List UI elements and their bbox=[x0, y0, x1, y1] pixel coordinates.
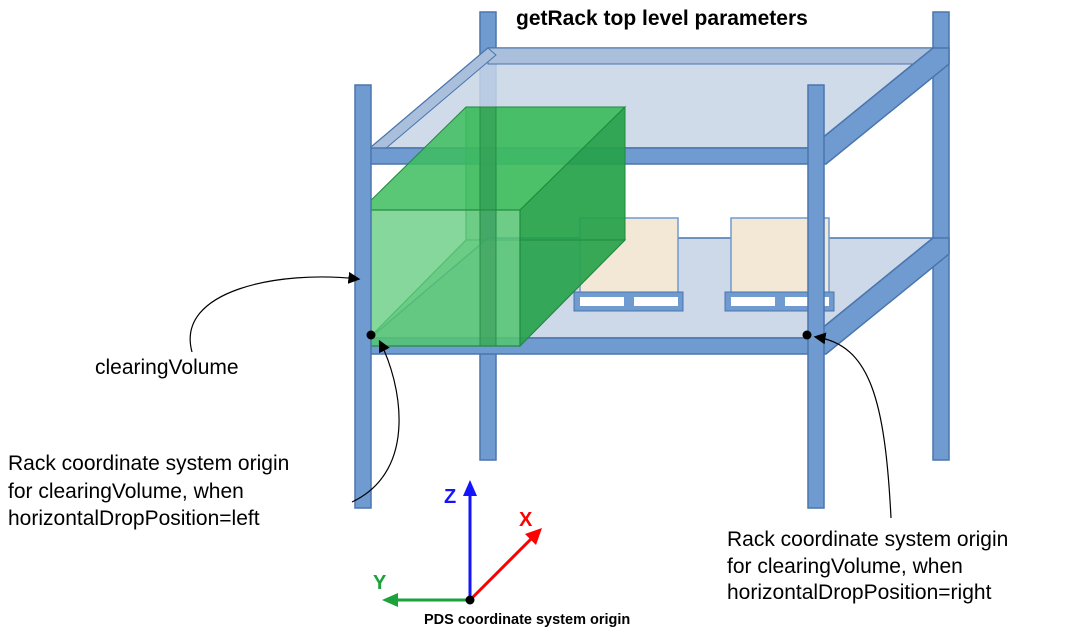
clearing-volume-callout bbox=[189, 271, 361, 353]
pds-origin-point bbox=[465, 595, 475, 605]
pds-origin-label: PDS coordinate system origin bbox=[424, 612, 630, 628]
origin-left-line-2: for clearingVolume, when bbox=[8, 480, 244, 503]
origin-left-callout bbox=[351, 339, 400, 503]
diagram-title: getRack top level parameters bbox=[516, 7, 808, 30]
origin-left-point bbox=[366, 330, 376, 340]
front-left-post bbox=[354, 84, 372, 509]
origin-right-line-3: horizontalDropPosition=right bbox=[727, 581, 992, 604]
origin-left-line-1: Rack coordinate system origin bbox=[8, 452, 289, 475]
top-shelf-back-beam bbox=[487, 47, 934, 65]
origin-right-callout bbox=[813, 332, 892, 519]
x-axis bbox=[468, 535, 535, 602]
origin-right-point bbox=[802, 330, 812, 340]
clearing-volume-box bbox=[359, 105, 627, 348]
clearing-volume-label: clearingVolume bbox=[95, 356, 239, 379]
origin-left-line-3: horizontalDropPosition=left bbox=[8, 507, 260, 530]
z-axis-label: Z bbox=[444, 486, 456, 508]
y-axis-arrowhead bbox=[382, 593, 398, 607]
pds-axes bbox=[382, 480, 542, 607]
x-axis-arrowhead bbox=[525, 528, 542, 545]
front-right-post bbox=[807, 84, 825, 509]
z-axis-arrowhead bbox=[463, 480, 477, 496]
origin-right-line-2: for clearingVolume, when bbox=[727, 555, 963, 578]
y-axis-label: Y bbox=[373, 572, 387, 594]
back-right-post bbox=[932, 11, 950, 461]
origin-right-line-1: Rack coordinate system origin bbox=[727, 528, 1008, 551]
x-axis-label: X bbox=[519, 509, 533, 531]
back-left-post-overlay bbox=[479, 106, 497, 347]
